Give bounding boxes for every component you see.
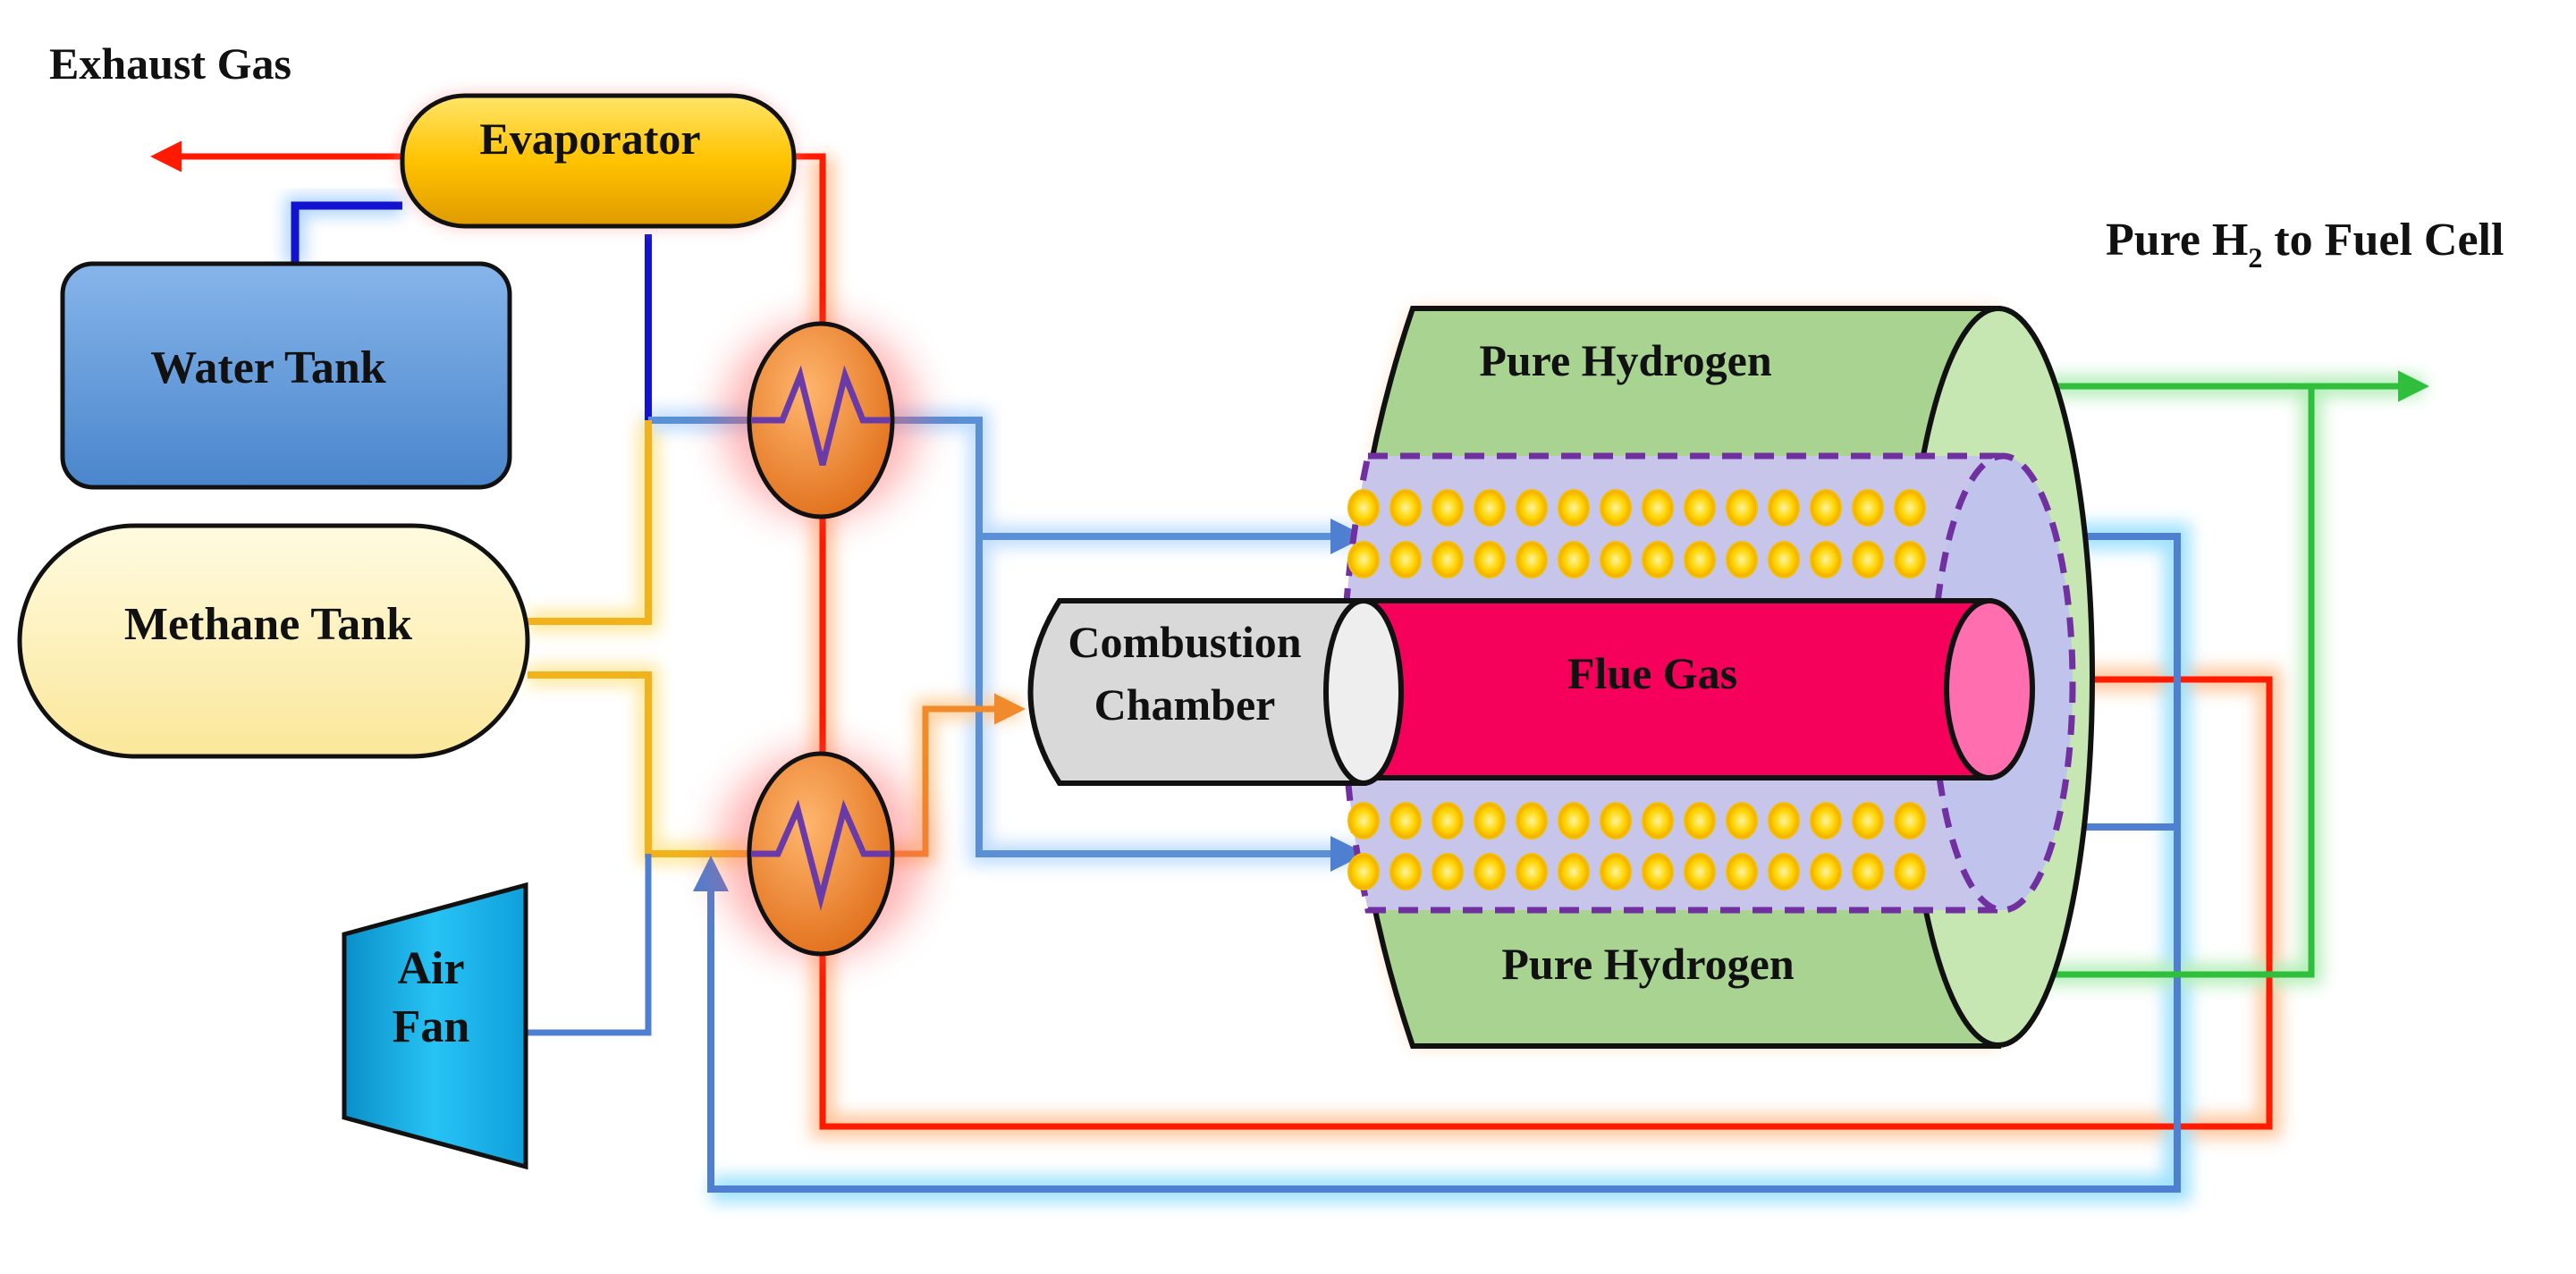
combustion-chamber-label-line2: Chamber (1094, 679, 1276, 730)
catalyst-bead (1600, 853, 1632, 890)
catalyst-bead (1516, 802, 1548, 839)
catalyst-bed-upper (1347, 489, 1926, 578)
methane-feed-pipe-upper (528, 420, 652, 625)
heat-exchanger-lower (718, 751, 924, 957)
catalyst-bead (1474, 489, 1506, 527)
catalyst-bead (1810, 802, 1842, 839)
evaporator: Evaporator (400, 93, 797, 229)
catalyst-bead (1558, 802, 1590, 839)
combustion-chamber-label-line1: Combustion (1068, 617, 1301, 667)
catalyst-bead (1768, 853, 1800, 890)
catalyst-bead (1389, 802, 1422, 839)
catalyst-bead (1684, 853, 1716, 890)
catalyst-bead (1810, 489, 1842, 527)
catalyst-bead (1684, 802, 1716, 839)
catalyst-bead (1852, 489, 1884, 527)
air-fan-label-line2: Fan (393, 1001, 470, 1052)
steam-to-reactor-lower-pipe (976, 536, 1366, 872)
combustion-chamber: Combustion Chamber (1027, 598, 1404, 786)
water-tank: Water Tank (60, 261, 512, 490)
catalyst-bead (1347, 489, 1380, 527)
heat-exchanger-icon (747, 751, 895, 957)
catalyst-bead (1432, 853, 1464, 890)
catalyst-bed-lower (1347, 802, 1926, 890)
pure-hydrogen-top-label: Pure Hydrogen (1479, 335, 1772, 385)
catalyst-bead (1516, 541, 1548, 578)
h2-to-fuel-cell-label: Pure H2 to Fuel Cell (2106, 215, 2504, 274)
catalyst-bead (1852, 802, 1884, 839)
air-fan-label-line1: Air (397, 943, 464, 994)
catalyst-bead (1642, 853, 1674, 890)
catalyst-bead (1474, 541, 1506, 578)
membrane-reactor: Flue Gas Pure Hydrogen Pure Hydrogen (1340, 306, 2095, 1049)
hydrogen-collector-pipe (1994, 386, 2315, 978)
catalyst-bead (1810, 541, 1842, 578)
catalyst-bead (1894, 489, 1926, 527)
h2-label-post: to Fuel Cell (2262, 215, 2504, 266)
catalyst-bead (1768, 802, 1800, 839)
heat-exchanger-icon (747, 321, 895, 519)
catalyst-bead (1894, 853, 1926, 890)
piping-network (150, 140, 2429, 1193)
catalyst-bead (1600, 802, 1632, 839)
h2-label-sub: 2 (2248, 241, 2262, 274)
catalyst-bead (1894, 541, 1926, 578)
water-tank-label: Water Tank (150, 342, 386, 393)
catalyst-bead (1726, 802, 1758, 839)
h2-label-pre: Pure H (2106, 215, 2248, 266)
methane-tank-label: Methane Tank (124, 599, 412, 650)
catalyst-bead (1389, 541, 1422, 578)
catalyst-bead (1642, 802, 1674, 839)
catalyst-bead (1558, 541, 1590, 578)
catalyst-bead (1347, 541, 1380, 578)
catalyst-bead (1347, 853, 1380, 890)
catalyst-bead (1852, 853, 1884, 890)
flue-gas-tube-end (1944, 598, 2035, 780)
air-fan: Air Fan (342, 882, 528, 1170)
catalyst-bead (1810, 853, 1842, 890)
catalyst-bead (1600, 489, 1632, 527)
catalyst-bead (1347, 802, 1380, 839)
catalyst-bead (1432, 489, 1464, 527)
heat-exchanger-upper (722, 321, 919, 519)
catalyst-bead (1726, 541, 1758, 578)
catalyst-bead (1768, 541, 1800, 578)
catalyst-bead (1768, 489, 1800, 527)
catalyst-bead (1389, 853, 1422, 890)
catalyst-bead (1389, 489, 1422, 527)
catalyst-bead (1684, 541, 1716, 578)
air-fan-icon (342, 882, 528, 1170)
exhaust-gas-label: Exhaust Gas (49, 38, 291, 89)
catalyst-bead (1852, 541, 1884, 578)
catalyst-bead (1642, 489, 1674, 527)
catalyst-bead (1642, 541, 1674, 578)
catalyst-bead (1894, 802, 1926, 839)
catalyst-bead (1516, 489, 1548, 527)
flue-gas-tube (1361, 598, 1992, 780)
water-feed-pipe (291, 201, 402, 264)
methane-feed-pipe-lower (528, 671, 751, 857)
catalyst-bead (1726, 853, 1758, 890)
catalyst-bead (1516, 853, 1548, 890)
combustion-chamber-face (1323, 598, 1404, 786)
catalyst-bead (1474, 802, 1506, 839)
air-feed-pipe (528, 854, 652, 1036)
catalyst-bead (1474, 853, 1506, 890)
catalyst-bead (1684, 489, 1716, 527)
pure-hydrogen-bottom-label: Pure Hydrogen (1501, 939, 1795, 989)
methane-tank: Methane Tank (17, 523, 530, 759)
evaporator-label: Evaporator (479, 114, 700, 164)
retentate-return-pipe (693, 533, 2181, 1193)
catalyst-bead (1558, 489, 1590, 527)
catalyst-bead (1558, 853, 1590, 890)
catalyst-bead (1432, 541, 1464, 578)
flue-gas-label: Flue Gas (1567, 648, 1737, 698)
catalyst-bead (1432, 802, 1464, 839)
hot-return-pipe (796, 153, 2273, 1130)
catalyst-bead (1726, 489, 1758, 527)
catalyst-bead (1600, 541, 1632, 578)
